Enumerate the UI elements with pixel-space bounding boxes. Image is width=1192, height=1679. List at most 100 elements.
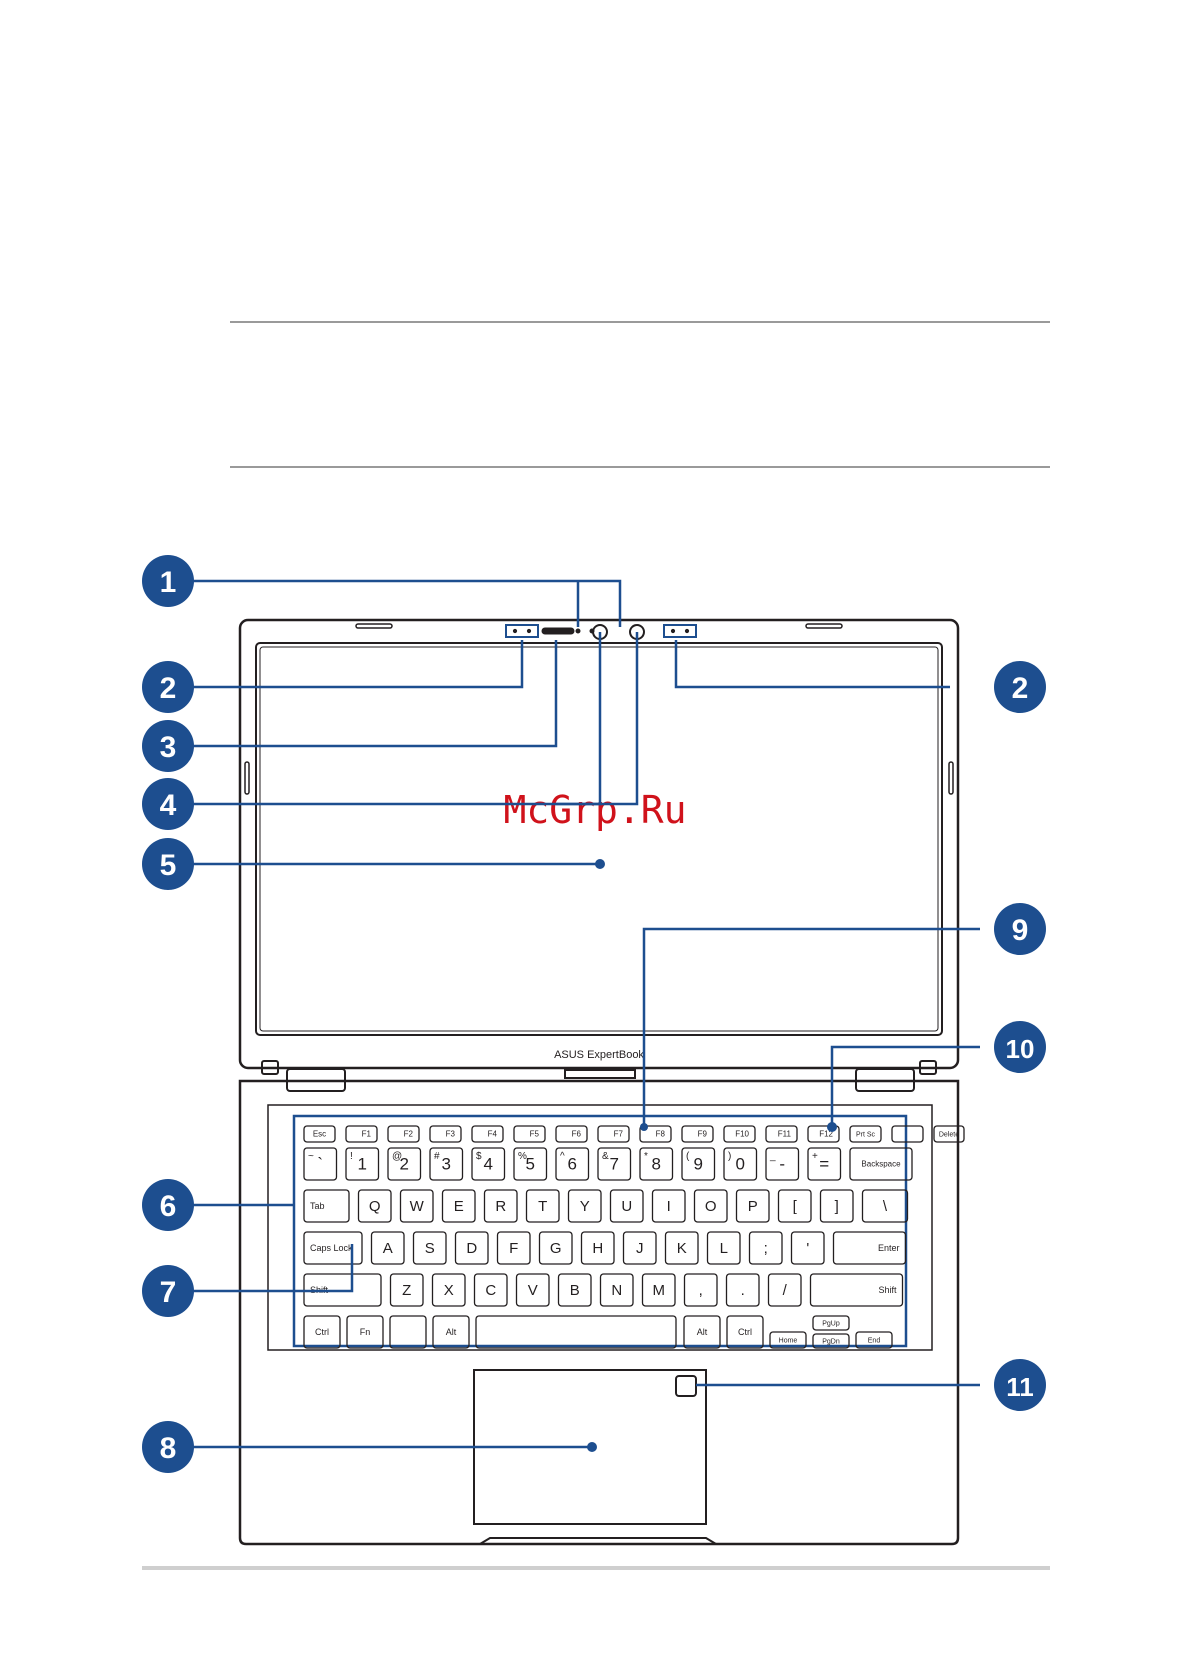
callout-8: 8 — [142, 1421, 194, 1473]
keyboard-key: Tab — [303, 1189, 350, 1223]
watermark-text: McGrp.Ru — [503, 788, 686, 832]
svg-text:F1: F1 — [362, 1130, 372, 1139]
svg-text:,: , — [699, 1282, 703, 1299]
keyboard-key: Shift — [809, 1273, 904, 1307]
svg-text:F2: F2 — [404, 1130, 414, 1139]
svg-text:5: 5 — [160, 849, 177, 882]
keyboard-key: End — [855, 1331, 893, 1349]
keyboard-key: Q — [357, 1189, 392, 1223]
svg-text:Alt: Alt — [446, 1327, 457, 1337]
keyboard-key: Enter — [832, 1231, 907, 1265]
svg-text:U: U — [621, 1198, 632, 1215]
keyboard-key: 4 — [471, 1147, 506, 1181]
keyboard-key: Fn — [346, 1315, 384, 1349]
svg-text:Delete: Delete — [939, 1131, 959, 1138]
svg-text:/: / — [783, 1282, 788, 1299]
svg-text:1: 1 — [358, 1155, 367, 1174]
svg-text:2: 2 — [1012, 672, 1029, 705]
keyboard-key: Home — [769, 1331, 807, 1349]
svg-text:Esc: Esc — [313, 1130, 326, 1139]
keyboard-key: B — [557, 1273, 592, 1307]
svg-text:X: X — [444, 1282, 454, 1299]
svg-text:3: 3 — [442, 1155, 451, 1174]
leader-lines — [190, 579, 980, 1449]
keyboard-key: F12 — [807, 1125, 840, 1143]
svg-text:F6: F6 — [572, 1130, 582, 1139]
svg-text:T: T — [538, 1198, 547, 1215]
keyboard-key: Ctrl — [303, 1315, 341, 1349]
svg-text:8: 8 — [160, 1432, 177, 1465]
brand-label: ASUS ExpertBook — [554, 1049, 644, 1061]
keyboard-key: F3 — [429, 1125, 462, 1143]
keyboard-key: 0 — [723, 1147, 758, 1181]
svg-text:I: I — [667, 1198, 671, 1215]
callout-4: 4 — [142, 778, 194, 830]
keyboard-key: 1 — [345, 1147, 380, 1181]
svg-text:0: 0 — [736, 1155, 745, 1174]
svg-text:F3: F3 — [446, 1130, 456, 1139]
callouts: 1 2 2 3 4 5 6 7 8 9 10 11 — [142, 555, 1046, 1473]
keyboard-key: F10 — [723, 1125, 756, 1143]
callout-11: 11 — [994, 1359, 1046, 1411]
svg-text:]: ] — [835, 1198, 839, 1215]
keyboard-key: Caps Lock — [303, 1231, 363, 1265]
keyboard-key: F2 — [387, 1125, 420, 1143]
keyboard-key: ] — [819, 1189, 854, 1223]
keyboard-key: F8 — [639, 1125, 672, 1143]
keyboard-key: N — [599, 1273, 634, 1307]
keyboard-key: F — [496, 1231, 531, 1265]
keyboard-key: F11 — [765, 1125, 798, 1143]
key-shift-legend: # — [434, 1151, 440, 1162]
keyboard-key: Alt — [432, 1315, 470, 1349]
keyboard-key: G — [538, 1231, 573, 1265]
keyboard-key: Alt — [683, 1315, 721, 1349]
keyboard-key: 9 — [681, 1147, 716, 1181]
svg-text:K: K — [677, 1240, 687, 1257]
keyboard-highlight — [292, 1114, 908, 1348]
keyboard-key: X — [431, 1273, 466, 1307]
svg-text:F10: F10 — [735, 1130, 749, 1139]
callout-3: 3 — [142, 720, 194, 772]
svg-text:F8: F8 — [656, 1130, 666, 1139]
keyboard-key: Backspace — [849, 1147, 913, 1181]
svg-text:J: J — [636, 1240, 644, 1257]
callout-2-right: 2 — [994, 661, 1046, 713]
keyboard-key: 2 — [387, 1147, 422, 1181]
svg-text:W: W — [410, 1198, 425, 1215]
svg-text:7: 7 — [160, 1276, 177, 1309]
keyboard-key: V — [515, 1273, 550, 1307]
keyboard-key — [891, 1125, 924, 1143]
svg-text:F12: F12 — [819, 1130, 833, 1139]
svg-text:-: - — [779, 1155, 785, 1174]
keyboard-key: Prt Sc — [849, 1125, 882, 1143]
svg-text:Enter: Enter — [878, 1243, 900, 1253]
svg-text:;: ; — [764, 1240, 768, 1257]
keyboard-key: Esc — [303, 1125, 336, 1143]
key-shift-legend: ~ — [308, 1151, 314, 1162]
key-shift-legend: ) — [728, 1151, 731, 1162]
svg-text:F9: F9 — [698, 1130, 708, 1139]
keyboard-key: U — [609, 1189, 644, 1223]
svg-text:=: = — [819, 1155, 829, 1174]
svg-text:Tab: Tab — [310, 1201, 325, 1211]
callout-9: 9 — [994, 903, 1046, 955]
svg-text:': ' — [806, 1240, 809, 1257]
key-shift-legend: ^ — [560, 1151, 565, 1162]
svg-text:F5: F5 — [530, 1130, 540, 1139]
key-shift-legend: % — [518, 1151, 527, 1162]
svg-text:B: B — [570, 1282, 580, 1299]
svg-text:F11: F11 — [778, 1130, 792, 1139]
svg-text:6: 6 — [160, 1190, 177, 1223]
svg-text:11: 11 — [1006, 1372, 1034, 1402]
keyboard-key: R — [483, 1189, 518, 1223]
svg-text:[: [ — [793, 1198, 798, 1215]
leader-dots — [587, 859, 837, 1452]
keyboard-key: 5 — [513, 1147, 548, 1181]
keyboard-key: F5 — [513, 1125, 546, 1143]
svg-text:Z: Z — [402, 1282, 411, 1299]
key-shift-legend: & — [602, 1151, 609, 1162]
svg-text:V: V — [528, 1282, 538, 1299]
svg-text:D: D — [466, 1240, 477, 1257]
